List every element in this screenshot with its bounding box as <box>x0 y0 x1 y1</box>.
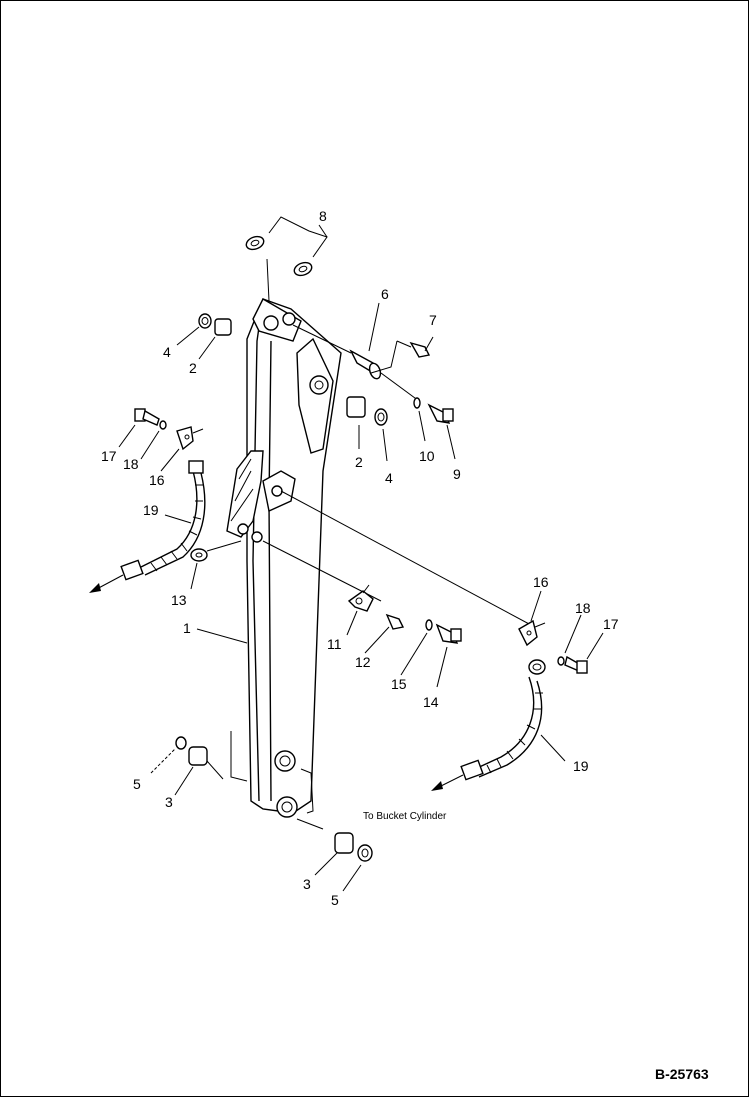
parts-2-4-10-9-right <box>346 396 456 462</box>
parts-left-hose-assembly <box>89 408 242 593</box>
label-19-left: 19 <box>143 502 159 518</box>
label-17-right: 17 <box>603 616 619 632</box>
bucket-pin-boss <box>276 796 298 818</box>
label-2-top: 2 <box>189 360 197 376</box>
label-11: 11 <box>327 636 342 652</box>
parts-3-5-bottom <box>150 731 373 892</box>
label-5-right: 5 <box>331 892 339 908</box>
part-labels: 8 6 7 4 2 2 4 10 9 17 18 16 19 13 1 11 1… <box>101 208 709 1082</box>
parts-right-hose-assembly <box>431 590 604 791</box>
label-8: 8 <box>319 208 327 224</box>
label-19-right: 19 <box>573 758 589 774</box>
label-6: 6 <box>381 286 389 302</box>
label-4-right: 4 <box>385 470 393 486</box>
label-12: 12 <box>355 654 371 670</box>
drawing-code: B-25763 <box>655 1066 709 1082</box>
parts-4-2-top-left <box>176 313 232 360</box>
label-14: 14 <box>423 694 439 710</box>
part-1-leader <box>196 628 248 644</box>
label-10: 10 <box>419 448 435 464</box>
label-1: 1 <box>183 620 191 636</box>
bucket-cylinder-note: To Bucket Cylinder <box>363 811 447 822</box>
parts-6-7-pin <box>292 302 434 402</box>
label-16-right: 16 <box>533 574 549 590</box>
label-2-right: 2 <box>355 454 363 470</box>
link-pin-boss <box>274 750 296 772</box>
part-8-shims <box>245 216 328 302</box>
label-3-right: 3 <box>303 876 311 892</box>
label-18-right: 18 <box>575 600 591 616</box>
label-18-left: 18 <box>123 456 139 472</box>
lower-pin-axis <box>262 540 382 602</box>
arm-body <box>226 298 342 818</box>
bucket-cylinder-boss <box>309 375 329 395</box>
label-9: 9 <box>453 466 461 482</box>
label-15: 15 <box>391 676 407 692</box>
label-13: 13 <box>171 592 187 608</box>
top-pin-boss <box>263 315 279 331</box>
cylinder-pin-axis <box>280 490 532 626</box>
label-7: 7 <box>429 312 437 328</box>
parts-11-12-15-14 <box>346 584 462 688</box>
label-5-left: 5 <box>133 776 141 792</box>
label-16-left: 16 <box>149 472 165 488</box>
label-17-left: 17 <box>101 448 117 464</box>
label-4-top: 4 <box>163 344 171 360</box>
label-3-left: 3 <box>165 794 173 810</box>
